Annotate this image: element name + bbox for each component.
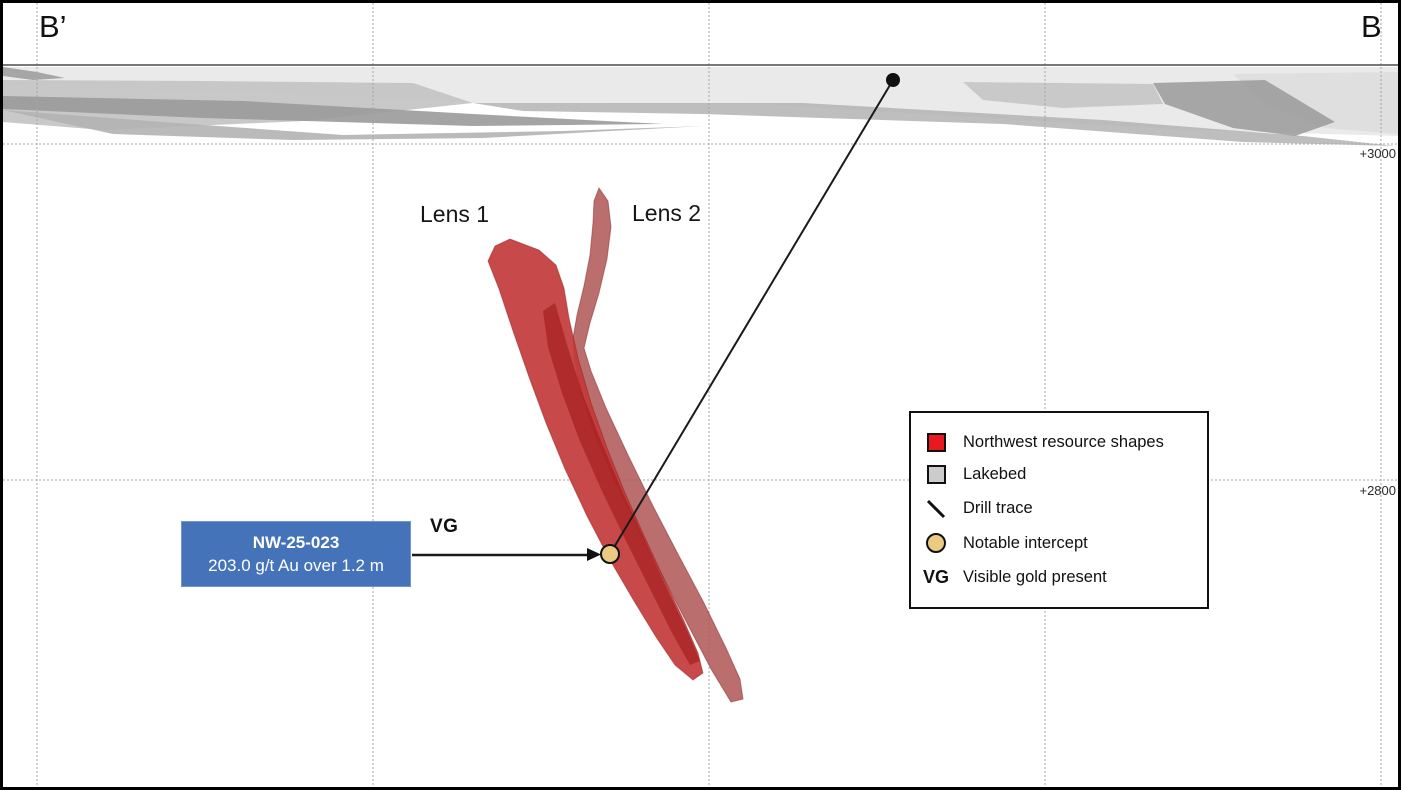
- lakebed-left-dark: [3, 96, 663, 126]
- hole-id: NW-25-023: [252, 532, 340, 552]
- resource-shapes: [487, 186, 744, 703]
- elevation-label-3000: +3000: [1359, 146, 1396, 161]
- intercept-text: 203.0 g/t Au over 1.2 m: [208, 555, 384, 575]
- legend-label-drill-trace: Drill trace: [963, 499, 1033, 517]
- section-label-left: B’: [39, 9, 67, 44]
- red-square-icon: [921, 432, 951, 452]
- lens2-label: Lens 2: [632, 200, 702, 226]
- legend-item-vg: VG Visible gold present: [921, 567, 1197, 588]
- intercept-marker: [600, 544, 620, 564]
- callout-arrowhead: [587, 548, 601, 561]
- lens2-shape: [572, 186, 744, 703]
- lakebed-left-tip: [3, 67, 65, 80]
- lens1-label: Lens 1: [420, 201, 490, 227]
- drill-collar-point: [886, 73, 900, 87]
- lakebed-right-facet-2: [1153, 80, 1335, 136]
- legend-item-resource: Northwest resource shapes: [921, 432, 1197, 452]
- vg-annotation: VG: [430, 516, 459, 537]
- lakebed-mid-band: [473, 103, 1395, 146]
- legend-label-vg: Visible gold present: [963, 567, 1107, 586]
- grid-lines: [3, 3, 1398, 787]
- drill-result-callout: NW-25-023 203.0 g/t Au over 1.2 m: [181, 521, 411, 587]
- lakebed-right-facet-1: [963, 82, 1163, 108]
- drill-trace-icon: [921, 498, 951, 520]
- elevation-label-2800: +2800: [1359, 483, 1396, 498]
- legend-box: Northwest resource shapes Lakebed Drill …: [909, 411, 1209, 609]
- section-label-right: B: [1361, 9, 1382, 44]
- drill-trace-line: [609, 79, 894, 555]
- legend-label-intercept: Notable intercept: [963, 533, 1088, 552]
- gray-square-icon: [921, 465, 951, 484]
- legend-label-resource: Northwest resource shapes: [963, 432, 1164, 451]
- lakebed-left-lower: [3, 110, 703, 140]
- vg-symbol: VG: [922, 566, 949, 587]
- legend-item-drill-trace: Drill trace: [921, 498, 1197, 520]
- legend-item-lakebed: Lakebed: [921, 465, 1197, 484]
- geology-canvas: [3, 3, 1398, 787]
- legend-item-intercept: Notable intercept: [921, 533, 1197, 553]
- lakebed-shapes: [3, 67, 1398, 146]
- legend-label-lakebed: Lakebed: [963, 465, 1027, 483]
- lens-dark-streak: [543, 303, 700, 665]
- intercept-circle-icon: [921, 533, 951, 553]
